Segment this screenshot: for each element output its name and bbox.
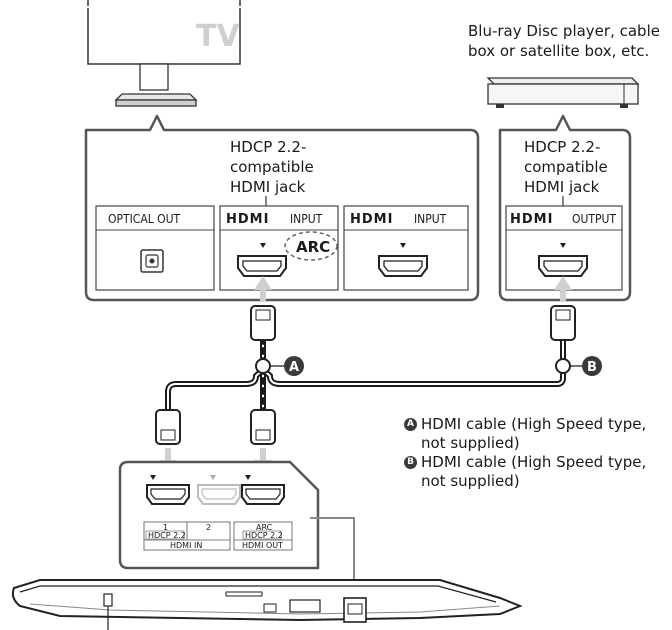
cable-b-marker: B <box>555 356 602 376</box>
tv-logo: TV <box>196 19 240 54</box>
soundbar-hdmi-out-label: HDMI OUT <box>242 541 283 550</box>
player-hdmi-plug-icon <box>550 276 576 341</box>
player-hdmi-logo: HDMI <box>510 212 553 227</box>
soundbar-hdmi-in-label: HDMI IN <box>170 541 202 550</box>
soundbar-hdmi-out-port-icon <box>241 484 285 505</box>
soundbar-hdmi-in1-port-icon <box>146 484 190 505</box>
legend-badge-a: A <box>404 418 417 431</box>
legend-badge-b: B <box>404 456 417 469</box>
legend-text-a: HDMI cable (High Speed type, not supplie… <box>421 415 647 452</box>
soundbar-in1-number: 1 <box>163 523 168 532</box>
tv-hdcp-line2: compatible <box>230 158 314 176</box>
cable-a-badge: A <box>289 360 299 375</box>
player-caption-line1: Blu-ray Disc player, cable <box>468 22 660 40</box>
soundbar-panel-callout: 1 2 HDCP 2.2 HDMI IN ARC HDCP 2.2 HDMI O… <box>118 460 355 600</box>
soundbar-illustration <box>11 579 523 630</box>
player-illustration: Blu-ray Disc player, cable box or satell… <box>468 22 660 108</box>
tv-hdmi-logo-2: HDMI <box>350 212 393 227</box>
tv-hdcp-line1: HDCP 2.2- <box>230 138 306 156</box>
player-caption-line2: box or satellite box, etc. <box>468 42 649 60</box>
player-hdcp-line3: HDMI jack <box>524 178 600 196</box>
player-hdmi-port-icon <box>538 255 588 277</box>
tv-illustration: TV <box>82 0 246 107</box>
soundbar-in2-number: 2 <box>206 523 211 532</box>
player-hdcp-line1: HDCP 2.2- <box>524 138 600 156</box>
legend-item-a: A HDMI cable (High Speed type, not suppl… <box>404 415 670 453</box>
player-panel-callout: HDCP 2.2- compatible HDMI jack HDMI OUTP… <box>498 114 632 302</box>
tv-input-label-1: INPUT <box>290 212 323 226</box>
soundbar-hdcp1-label: HDCP 2.2 <box>148 531 186 540</box>
tv-hdmi-plug-icon <box>250 276 276 341</box>
cable-a-marker: A <box>255 356 304 376</box>
hdmi-cables <box>165 335 566 428</box>
legend-item-b: B HDMI cable (High Speed type, not suppl… <box>404 453 670 491</box>
tv-hdcp-line3: HDMI jack <box>230 178 306 196</box>
tv-panel-callout: HDCP 2.2- compatible HDMI jack OPTICAL O… <box>84 114 480 302</box>
tv-hdmi-port-arc-icon <box>237 255 287 277</box>
soundbar-hdmi-plugs <box>155 409 276 474</box>
tv-hdmi-port-2-icon <box>378 255 428 277</box>
cable-legend: A HDMI cable (High Speed type, not suppl… <box>404 415 670 491</box>
soundbar-arc-label: ARC <box>256 523 273 532</box>
soundbar-hdcp-out-label: HDCP 2.2 <box>245 531 283 540</box>
cable-b-badge: B <box>587 360 597 375</box>
optical-out-label: OPTICAL OUT <box>108 212 181 226</box>
tv-input-label-2: INPUT <box>414 212 447 226</box>
soundbar-hdmi-in2-port-icon <box>197 484 241 505</box>
tv-hdmi-logo-1: HDMI <box>226 212 269 227</box>
player-hdcp-line2: compatible <box>524 158 608 176</box>
legend-text-b: HDMI cable (High Speed type, not supplie… <box>421 453 647 490</box>
tv-arc-label: ARC <box>296 238 330 256</box>
player-output-label: OUTPUT <box>572 212 616 226</box>
